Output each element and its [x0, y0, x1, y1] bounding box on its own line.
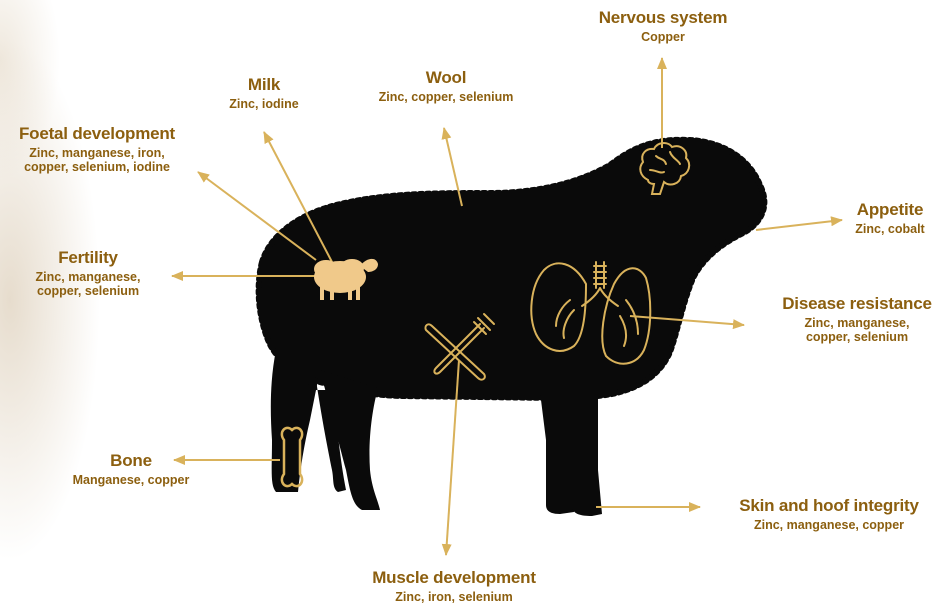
label-title: Skin and hoof integrity [718, 496, 940, 516]
label-minerals: Zinc, iodine [196, 97, 332, 111]
label-title: Muscle development [346, 568, 562, 588]
label-title: Foetal development [4, 124, 190, 144]
sheep-silhouette [259, 140, 765, 516]
label-title: Fertility [10, 248, 166, 268]
label-wool: Wool Zinc, copper, selenium [356, 68, 536, 104]
label-title: Bone [58, 451, 204, 471]
label-title: Appetite [838, 200, 942, 220]
label-disease-resistance: Disease resistance Zinc, manganese, copp… [770, 294, 944, 344]
label-minerals: Zinc, cobalt [838, 222, 942, 236]
label-title: Nervous system [578, 8, 748, 28]
label-minerals: Zinc, manganese, iron, copper, selenium,… [4, 146, 190, 175]
label-milk: Milk Zinc, iodine [196, 75, 332, 111]
label-muscle-development: Muscle development Zinc, iron, selenium [346, 568, 562, 604]
arrow-foetal [198, 172, 316, 260]
label-foetal-development: Foetal development Zinc, manganese, iron… [4, 124, 190, 174]
label-fertility: Fertility Zinc, manganese, copper, selen… [10, 248, 166, 298]
label-skin-hoof-integrity: Skin and hoof integrity Zinc, manganese,… [718, 496, 940, 532]
label-appetite: Appetite Zinc, cobalt [838, 200, 942, 236]
label-minerals: Zinc, iron, selenium [346, 590, 562, 604]
label-minerals: Copper [578, 30, 748, 44]
label-minerals: Manganese, copper [58, 473, 204, 487]
label-minerals: Zinc, manganese, copper, selenium [770, 316, 944, 345]
label-minerals: Zinc, manganese, copper [718, 518, 940, 532]
label-title: Disease resistance [770, 294, 944, 314]
label-title: Milk [196, 75, 332, 95]
label-nervous-system: Nervous system Copper [578, 8, 748, 44]
label-minerals: Zinc, copper, selenium [356, 90, 536, 104]
label-title: Wool [356, 68, 536, 88]
label-minerals: Zinc, manganese, copper, selenium [10, 270, 166, 299]
label-bone: Bone Manganese, copper [58, 451, 204, 487]
arrow-appetite [756, 220, 842, 230]
